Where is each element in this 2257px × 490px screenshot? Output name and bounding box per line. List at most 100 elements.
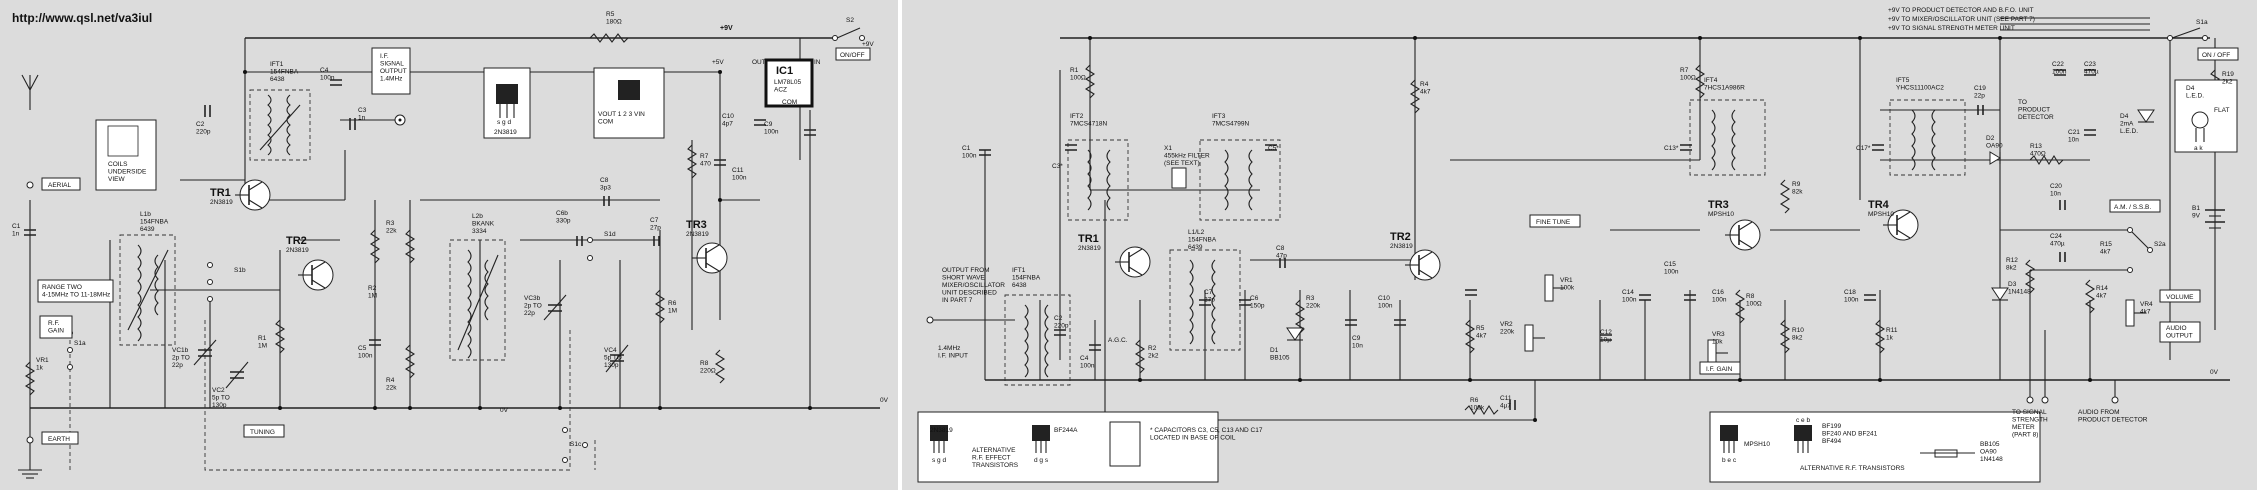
label-plus9v-rail: +9V xyxy=(862,41,874,48)
label-volume: VOLUME xyxy=(2166,294,2194,301)
label-plus5v: +5V xyxy=(712,59,724,66)
label-right-tr1-type: 2N3819 xyxy=(1078,245,1101,252)
legend-coil-base-icon xyxy=(1109,421,1141,467)
range-switch-contacts[interactable] xyxy=(67,237,593,463)
if-output-label-box xyxy=(371,47,411,95)
aerial-box xyxy=(41,177,81,191)
label-am-ssb: A.M. / S.S.B. xyxy=(2114,204,2151,211)
left-ift1-transformer xyxy=(249,89,311,161)
label-right-tr2-type: 2N3819 xyxy=(1390,243,1413,250)
label-right-tr1: TR1 xyxy=(1078,233,1099,245)
meter-terminal[interactable] xyxy=(2026,396,2034,404)
am-ssb-switch-s2a[interactable] xyxy=(2127,227,2153,273)
earth-box xyxy=(41,431,79,445)
label-aerial: AERIAL xyxy=(48,182,72,189)
label-legend-t1-pins: b e c xyxy=(1722,457,1737,464)
rf-gain-box xyxy=(39,315,73,339)
on-off-box xyxy=(835,47,871,61)
label-left-s1d: S1d xyxy=(604,231,616,238)
power-switch-s1a[interactable] xyxy=(2167,27,2208,41)
right-wiring xyxy=(930,17,2230,421)
legend-2n3819-icon xyxy=(930,425,948,441)
volume-box xyxy=(2159,289,2201,303)
on-off-box-right xyxy=(2197,47,2239,61)
left-tr2-transistor-icon xyxy=(298,259,334,291)
label-right-tr3-type: MPSH10 xyxy=(1708,211,1734,218)
label-legend-fet2-type: BF244A xyxy=(1054,427,1078,434)
right-capacitor-symbols xyxy=(979,69,2096,410)
audio-in-terminal[interactable] xyxy=(2111,396,2119,404)
label-plus9v: +9V xyxy=(720,25,733,32)
left-capacitor-symbols xyxy=(24,79,816,346)
label-rail-product-detector: +9V TO PRODUCT DETECTOR AND B.F.O. UNIT xyxy=(1888,7,2034,14)
label-if-gain: I.F. GAIN xyxy=(1706,366,1733,373)
label-earth: EARTH xyxy=(48,436,70,443)
label-left-s1a: S1a xyxy=(74,340,86,347)
left-components xyxy=(18,27,871,479)
label-left-tr3-type: 2N3819 xyxy=(686,231,709,238)
label-right-c3: C3* xyxy=(1052,163,1063,170)
left-wiring xyxy=(29,37,880,471)
legend-bf199-icon xyxy=(1794,425,1812,441)
label-fet-pins: s g d xyxy=(497,119,511,126)
label-left-0v-mid: 0V xyxy=(500,407,509,414)
label-left-tr2: TR2 xyxy=(286,235,307,247)
right-tr4-transistor-icon xyxy=(1883,209,1919,241)
right-potentiometers[interactable] xyxy=(1524,274,2146,367)
x1-filter-icon xyxy=(1171,167,1187,189)
label-right-c13: C13* xyxy=(1664,145,1679,152)
label-legend-t1-type: MPSH10 xyxy=(1744,441,1770,448)
right-tr1-transistor-icon xyxy=(1115,246,1151,278)
on-off-switch[interactable] xyxy=(832,27,865,41)
if-input-terminal[interactable] xyxy=(926,316,934,324)
tuning-box xyxy=(243,424,285,438)
right-components xyxy=(917,27,2239,483)
label-agc: A.G.C. xyxy=(1108,337,1128,344)
label-left-tr3: TR3 xyxy=(686,219,707,231)
legend-bf244a-icon xyxy=(1032,425,1050,441)
left-tr1-transistor-icon xyxy=(235,179,271,211)
